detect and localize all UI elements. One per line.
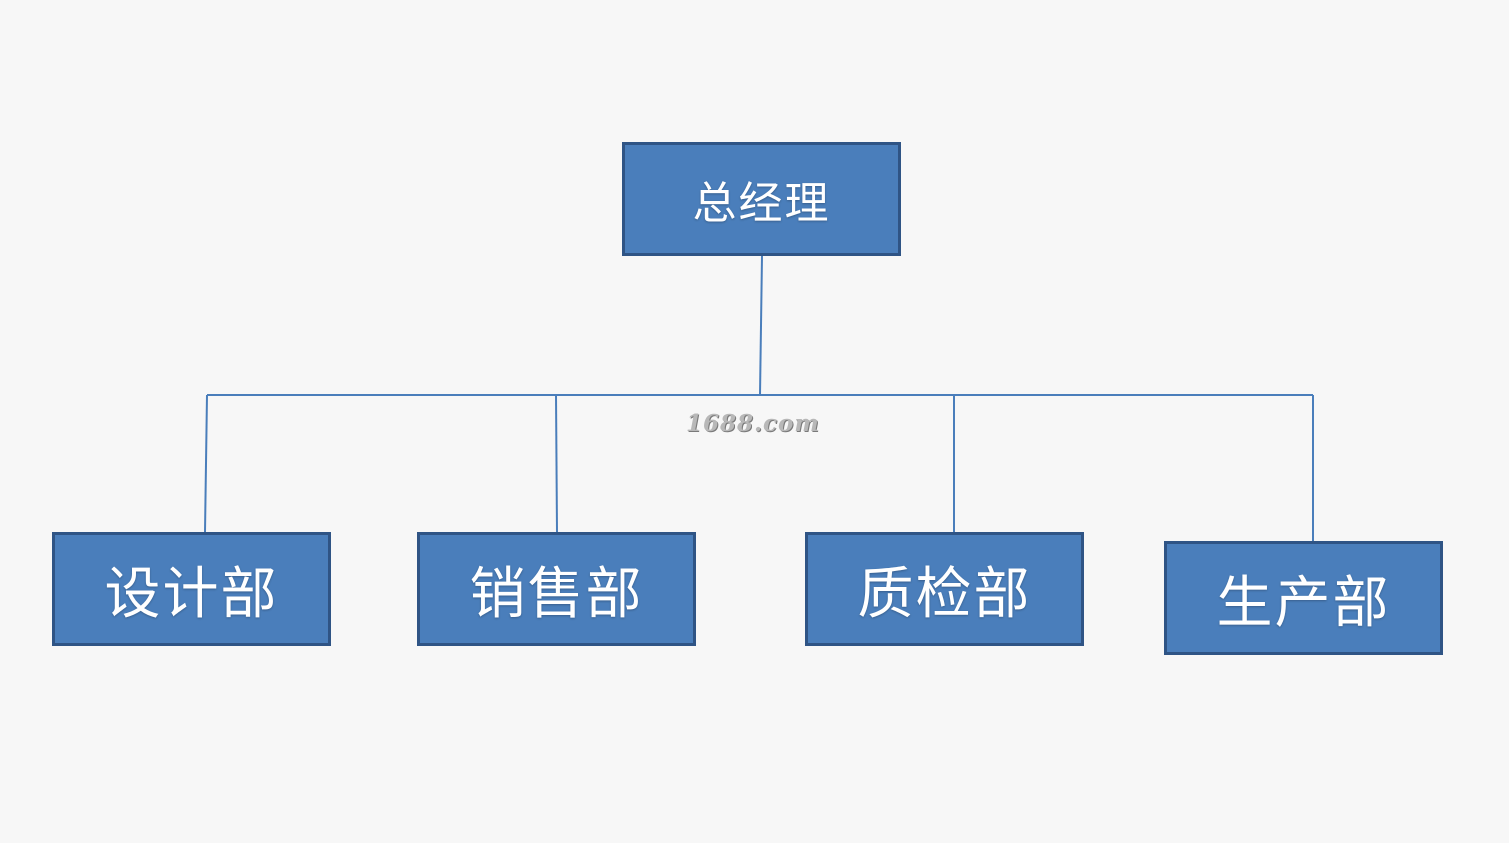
node-label: 销售部 — [469, 561, 644, 627]
watermark-text: 1688.com — [686, 410, 820, 437]
node-label: 生产部 — [1216, 570, 1391, 636]
node-sales-department[interactable]: 销售部 — [417, 532, 696, 646]
node-label: 设计部 — [104, 561, 279, 627]
node-label: 总经理 — [692, 178, 831, 229]
node-production-department[interactable]: 生产部 — [1164, 541, 1443, 655]
connector-to-sales — [555, 394, 558, 533]
connector-root-down — [759, 255, 763, 396]
node-label: 质检部 — [857, 561, 1032, 627]
connector-to-design — [204, 394, 208, 533]
node-quality-inspection-department[interactable]: 质检部 — [805, 532, 1084, 646]
node-general-manager[interactable]: 总经理 — [622, 142, 901, 256]
node-design-department[interactable]: 设计部 — [52, 532, 331, 646]
